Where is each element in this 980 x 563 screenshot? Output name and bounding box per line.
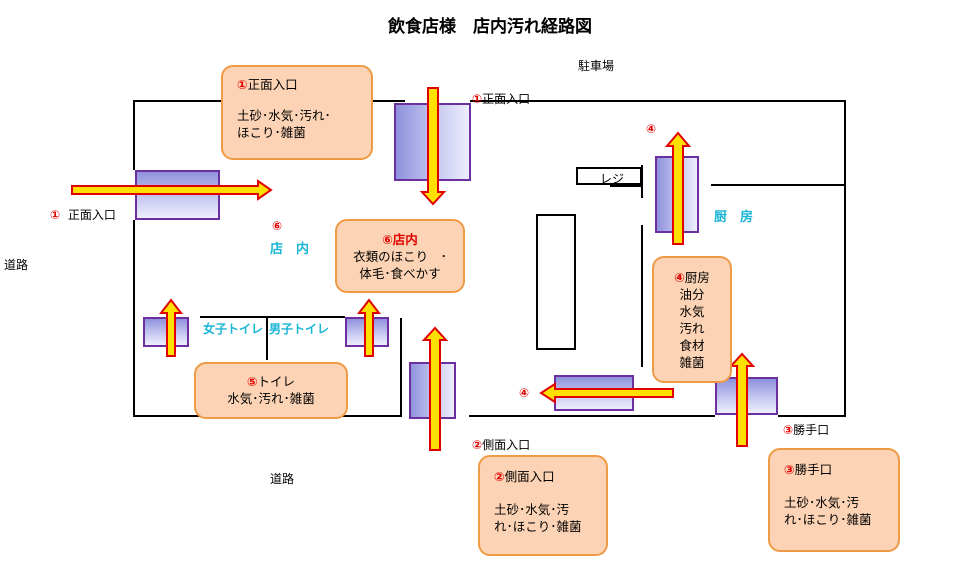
wall-kitchen-left-lower (641, 225, 643, 367)
service-counter (536, 214, 576, 350)
side-arrow-number: ④ (519, 386, 530, 400)
mens-toilet-label: 男子トイレ (269, 322, 330, 336)
wall-bottom-right (778, 415, 846, 417)
note-toilet-number: ⑤ (246, 374, 258, 389)
diagram-title: 飲食店様 店内汚れ経路図 (388, 17, 592, 37)
note-front-entrance: ①正面入口 土砂･水気･汚れ･ ほこり･雑菌 (221, 65, 373, 160)
note-back-number: ③ (784, 462, 795, 477)
entrance-top-text: 正面入口 (482, 92, 531, 106)
note-store-number: ⑥ (382, 232, 393, 247)
road-bottom-label: 道路 (270, 472, 295, 486)
register-counter (576, 167, 642, 185)
wall-toilet-divider (266, 318, 268, 360)
entrance-left-number: ① (50, 208, 61, 222)
wall-bottom-mid (469, 415, 715, 417)
wall-register-stub (610, 185, 643, 187)
note-kitchen-heading: 厨房 (684, 270, 710, 285)
entrance-left-text: 正面入口 (67, 208, 116, 222)
side-entrance-number: ② (472, 438, 483, 452)
note-back-body: 土砂･水気･汚 れ･ほこり･雑菌 (784, 495, 872, 527)
note-side-heading: 側面入口 (504, 469, 555, 484)
arrow-kitchen-side (539, 382, 674, 404)
wall-left-lower (133, 220, 135, 416)
road-left-label: 道路 (4, 258, 29, 272)
note-kitchen: ④厨房 油分 水気 汚れ 食材 雑菌 (652, 256, 732, 383)
note-store-heading: 店内 (392, 232, 418, 247)
side-entrance-text: 側面入口 (482, 438, 531, 452)
entrance-top-number: ① (472, 92, 483, 106)
note-kitchen-number: ④ (674, 270, 685, 285)
wall-kitchen-top (711, 184, 845, 186)
note-toilet-body: 水気･汚れ･雑菌 (227, 391, 315, 406)
back-door-number: ③ (783, 423, 794, 437)
note-side-number: ② (494, 469, 505, 484)
wall-partition-toilet-store (400, 318, 402, 417)
note-back-door: ③勝手口 土砂･水気･汚 れ･ほこり･雑菌 (768, 448, 900, 552)
wall-right (844, 100, 846, 416)
wall-top-right (470, 100, 846, 102)
note-toilet-heading: トイレ (257, 374, 296, 389)
note-kitchen-body: 油分 水気 汚れ 食材 雑菌 (679, 287, 705, 370)
arrow-front-top (419, 87, 447, 206)
wall-left-upper (133, 100, 135, 170)
arrow-back-door (728, 352, 756, 447)
kitchen-label: 厨 房 (714, 210, 754, 225)
note-store-body: 衣類のほこり ･ 体毛･食べかす (353, 249, 447, 281)
entrance-left-label: ① 正面入口 (50, 206, 116, 223)
parking-label: 駐車場 (578, 59, 615, 73)
note-side-body: 土砂･水気･汚 れ･ほこり･雑菌 (494, 502, 582, 534)
note-front-heading: 正面入口 (247, 77, 298, 92)
note-back-heading: 勝手口 (794, 462, 833, 477)
kitchen-arrow-number: ④ (646, 122, 657, 136)
arrow-side-in (421, 326, 449, 451)
side-entrance-label: ②側面入口 (472, 436, 530, 453)
store-label: 店 内 (270, 242, 310, 257)
note-front-body: 土砂･水気･汚れ･ ほこり･雑菌 (237, 108, 331, 140)
register-label: レジ (600, 172, 625, 186)
note-store: ⑥店内 衣類のほこり ･ 体毛･食べかす (335, 219, 465, 293)
note-front-number: ① (237, 77, 248, 92)
note-toilet: ⑤トイレ 水気･汚れ･雑菌 (194, 362, 348, 419)
womens-toilet-label: 女子トイレ (203, 322, 264, 336)
arrow-kitchen-up (664, 131, 692, 245)
arrow-womens-toilet (158, 298, 184, 357)
back-door-label: ③勝手口 (783, 421, 829, 438)
back-door-text: 勝手口 (793, 423, 830, 437)
store-number: ⑥ (272, 219, 283, 233)
note-side-entrance: ②側面入口 土砂･水気･汚 れ･ほこり･雑菌 (478, 455, 608, 556)
wall-kitchen-left-upper (641, 165, 643, 198)
arrow-mens-toilet (356, 298, 382, 357)
wall-toilet-top (200, 316, 345, 318)
arrow-front-left (71, 179, 273, 201)
wall-top-left (133, 100, 224, 102)
entrance-top-label: ①正面入口 (472, 90, 530, 107)
wall-top-mid (371, 100, 405, 102)
